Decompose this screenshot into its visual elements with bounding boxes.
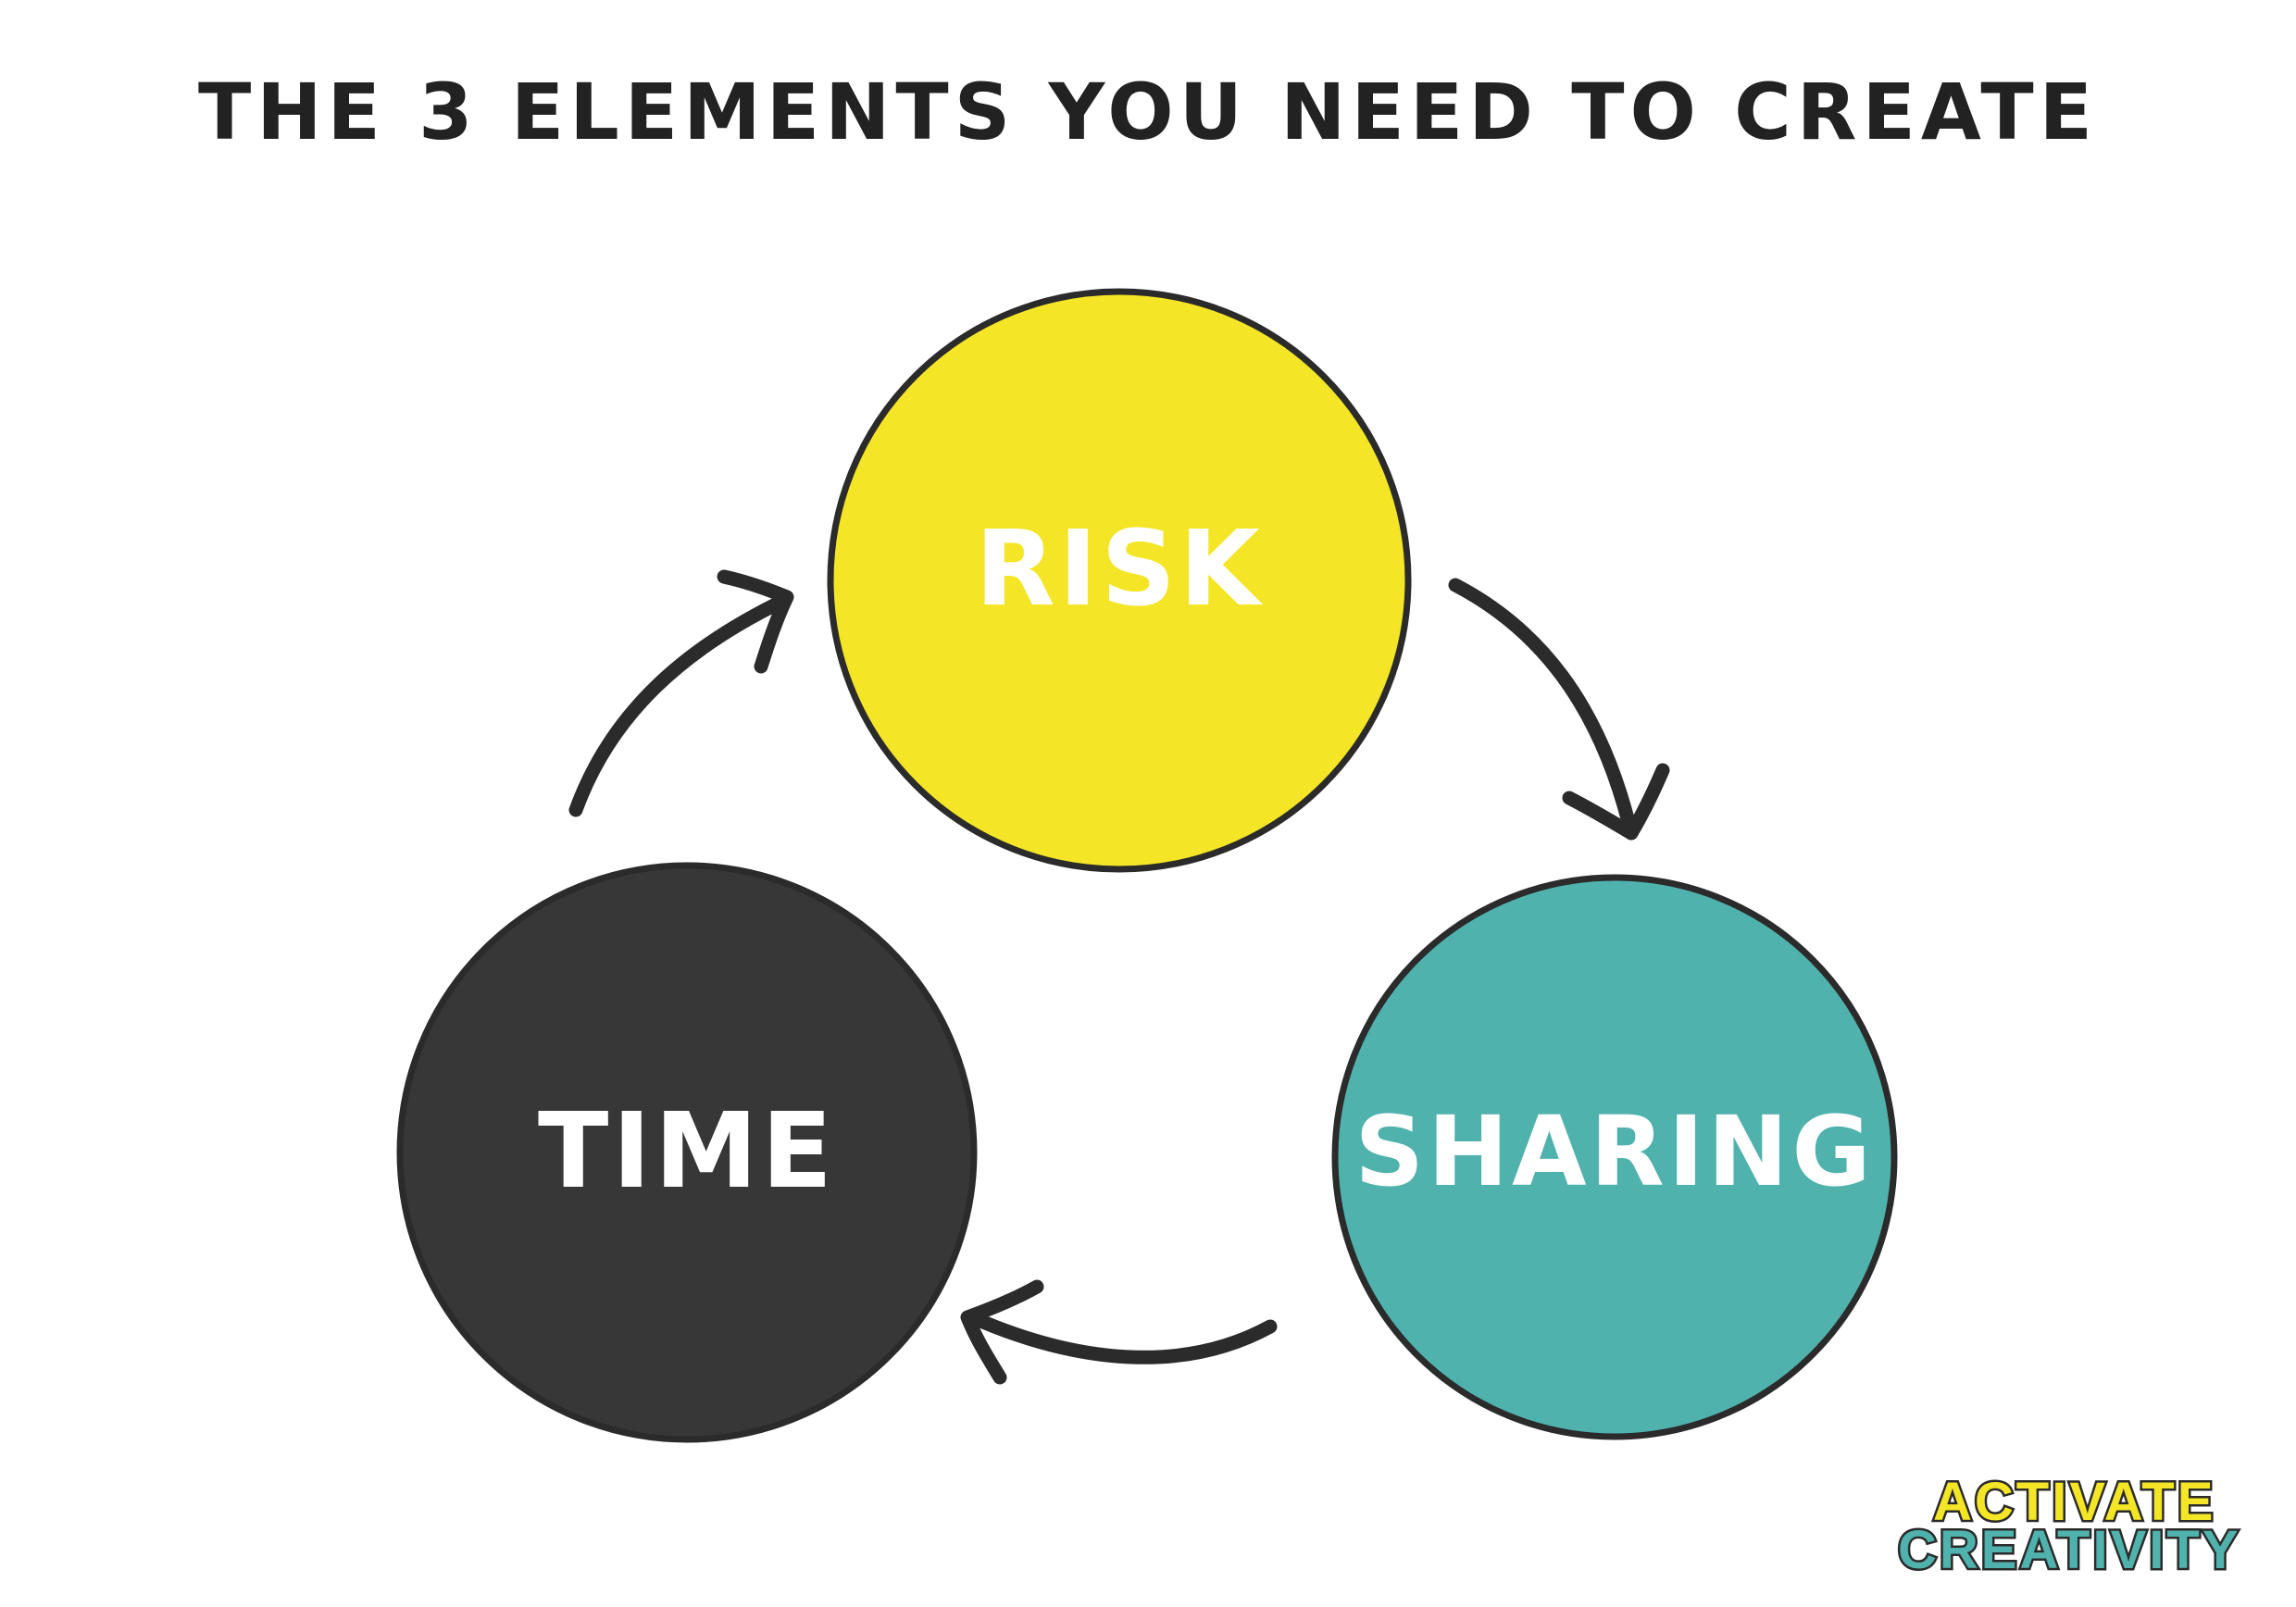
diagram-title: THE 3 ELEMENTS YOU NEED TO CREATE [198, 67, 2098, 157]
risk-circle [827, 288, 1412, 873]
arrow-risk-to-sharing [1448, 578, 1670, 841]
sharing-circle [1331, 874, 1898, 1440]
time-circle [396, 862, 978, 1443]
node-time: TIME [396, 862, 978, 1443]
node-risk: RISK [827, 288, 1412, 873]
sharing-label: SHARING [1354, 1095, 1875, 1208]
logo-line-creativity: CREATIVITY [1898, 1520, 2241, 1580]
time-label: TIME [538, 1091, 836, 1212]
activate-creativity-logo: ACTIVATE CREATIVITY [1896, 1470, 2241, 1583]
arrow-sharing-to-time [960, 1279, 1278, 1385]
risk-label: RISK [975, 509, 1264, 629]
logo-line-activate: ACTIVATE [1933, 1472, 2215, 1532]
arrow-time-to-risk [568, 569, 794, 817]
node-sharing: SHARING [1331, 874, 1898, 1440]
